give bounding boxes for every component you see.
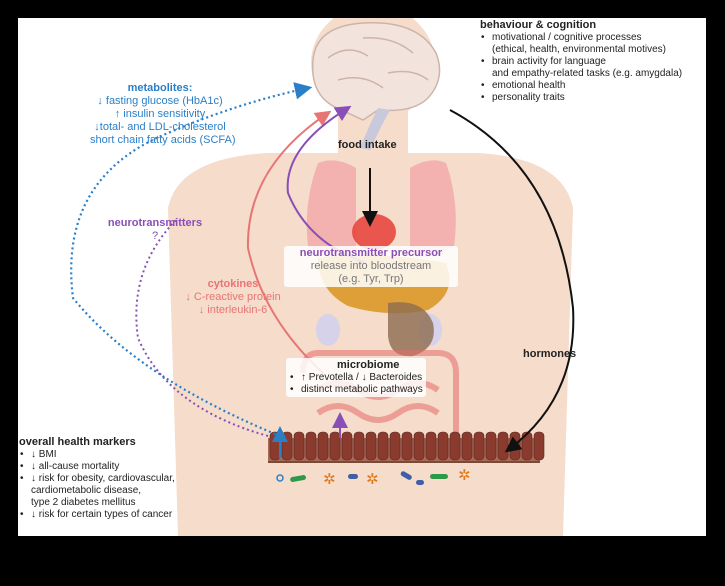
villus-cell (497, 431, 509, 461)
villus-cell (437, 431, 449, 461)
health-box: overall health markers ↓ BMI ↓ all-cause… (19, 436, 175, 521)
villus-cell (377, 431, 389, 461)
health-item: ↓ all-cause mortality (19, 461, 175, 473)
cytokines-box: cytokines ↓ C-reactive protein ↓ interle… (168, 278, 298, 317)
svg-text:✲: ✲ (458, 466, 471, 484)
svg-text:✲: ✲ (366, 470, 379, 488)
metabolites-line: short chain fatty acids (SCFA) (90, 134, 236, 146)
lungs-icon (306, 160, 456, 256)
hormones-label: hormones (523, 348, 577, 360)
behaviour-box: behaviour & cognition motivational / cog… (480, 19, 682, 104)
metabolites-box: metabolites: ↓ fasting glucose (HbA1c) ↑… (90, 82, 236, 147)
metabolites-line: ↑ insulin sensitivity (114, 108, 206, 120)
svg-text:✲: ✲ (323, 470, 336, 488)
precursor-title: neurotransmitter precursor (299, 247, 443, 259)
neurotransmitters-title: neurotransmitters (107, 217, 203, 229)
microbiome-item: distinct metabolic pathways (289, 384, 423, 396)
gut-epithelium (268, 431, 545, 463)
villus-cell (485, 431, 497, 461)
villus-cell (509, 431, 521, 461)
metabolites-line: ↓ fasting glucose (HbA1c) (97, 95, 223, 107)
microbiome-title: microbiome (337, 359, 400, 371)
microbiome-box: microbiome ↑ Prevotella / ↓ Bacteroides … (286, 358, 426, 397)
villus-cell (329, 431, 341, 461)
neurotransmitters-box: neurotransmitters ? (100, 217, 210, 243)
neurotransmitters-note: ? (151, 230, 159, 242)
villus-cell (401, 431, 413, 461)
health-item: ↓ risk for obesity, cardiovascular,cardi… (19, 473, 175, 509)
food-intake-label: food intake (338, 139, 397, 151)
precursor-box: neurotransmitter precursor release into … (284, 246, 458, 287)
bacteria-icons: ✲ ✲ ✲ (276, 466, 471, 488)
villus-cell (281, 431, 293, 461)
cytokines-title: cytokines (207, 278, 259, 290)
villus-cell (305, 431, 317, 461)
health-title: overall health markers (19, 436, 136, 448)
villus-cell (365, 431, 377, 461)
precursor-line: (e.g. Tyr, Trp) (338, 273, 404, 285)
metabolites-line: ↓total- and LDL-cholesterol (94, 121, 226, 133)
villus-cell (341, 431, 353, 461)
villus-cell (473, 431, 485, 461)
neurotransmitters-arrow (135, 217, 269, 437)
villus-cell (317, 431, 329, 461)
health-item: ↓ risk for certain types of cancer (19, 509, 175, 521)
diagram-illustration: ✲ ✲ ✲ (70, 18, 575, 536)
brain-icon (311, 22, 441, 150)
villus-cell (461, 431, 473, 461)
heart-icon (352, 214, 396, 250)
cytokines-line: ↓ interleukin-6 (198, 304, 268, 316)
villus-cell (425, 431, 437, 461)
behaviour-item: motivational / cognitive processes(ethic… (480, 32, 682, 56)
behaviour-item: emotional health (480, 80, 682, 92)
metabolites-arrow (70, 82, 313, 438)
kidney-left-icon (316, 314, 340, 346)
microbiome-item: ↑ Prevotella / ↓ Bacteroides (289, 372, 423, 384)
precursor-line: release into bloodstream (310, 260, 432, 272)
stomach-icon (388, 302, 434, 357)
cytokines-arrow (246, 110, 332, 374)
villus-cell (353, 431, 365, 461)
cytokines-line: ↓ C-reactive protein (185, 291, 281, 303)
behaviour-item: personality traits (480, 92, 682, 104)
villus-cell (413, 431, 425, 461)
diagram-canvas: ✲ ✲ ✲ metabolites: ↓ fasting glucose (Hb… (18, 18, 706, 536)
health-item: ↓ BMI (19, 449, 175, 461)
villus-cell (533, 431, 545, 461)
metabolites-title: metabolites: (127, 82, 193, 94)
villus-cell (293, 431, 305, 461)
behaviour-title: behaviour & cognition (480, 19, 597, 31)
hormones-arrow (449, 109, 575, 453)
villus-cell (449, 431, 461, 461)
villus-cell (389, 431, 401, 461)
